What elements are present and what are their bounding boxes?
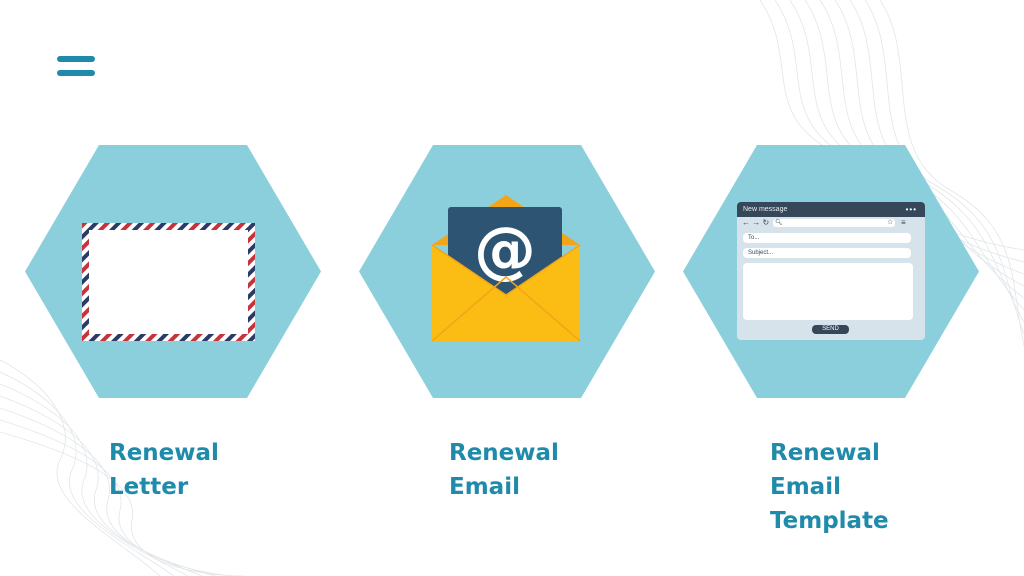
to-field: To... [743, 233, 911, 243]
subject-field: Subject... [743, 248, 911, 258]
card-renewal-email[interactable]: @ Renewal Email [359, 145, 655, 500]
send-button: SEND [812, 325, 849, 334]
menu-bar-bottom [57, 70, 95, 76]
label-line: Renewal [109, 440, 219, 466]
window-menu-dots-icon: ••• [905, 205, 917, 214]
label-line: Email [449, 474, 520, 500]
card-renewal-email-template[interactable]: New message ••• ← → ↻ 🔍︎ ☆ ≡ To... Subje… [683, 145, 979, 534]
label-line: Renewal [449, 440, 559, 466]
browser-toolbar: ← → ↻ 🔍︎ ☆ ≡ [737, 217, 925, 229]
email-envelope-at-icon: @ [432, 195, 580, 342]
label-line: Renewal [770, 440, 880, 466]
nav-arrows-icon: ← → ↻ [742, 218, 770, 227]
label-line: Letter [109, 474, 189, 500]
hamburger-menu-icon[interactable] [57, 56, 95, 78]
menu-bar-top [57, 56, 95, 62]
star-icon: ☆ [887, 219, 894, 226]
new-message-window-icon: New message ••• ← → ↻ 🔍︎ ☆ ≡ To... Subje… [737, 202, 925, 340]
label-line: Email [770, 474, 841, 500]
card-label: Renewal Letter [109, 436, 309, 504]
airmail-envelope-icon [82, 223, 255, 341]
address-bar: 🔍︎ [773, 219, 895, 227]
label-line: Template [770, 508, 889, 534]
card-renewal-letter[interactable]: Renewal Letter [25, 145, 321, 500]
card-label: Renewal Email Template [770, 436, 970, 538]
browser-menu-icon: ≡ [901, 218, 906, 227]
window-title-bar: New message ••• [737, 202, 925, 217]
window-title: New message [743, 206, 788, 213]
at-symbol: @ [474, 213, 536, 286]
message-body-area [743, 263, 913, 320]
card-label: Renewal Email [449, 436, 649, 504]
